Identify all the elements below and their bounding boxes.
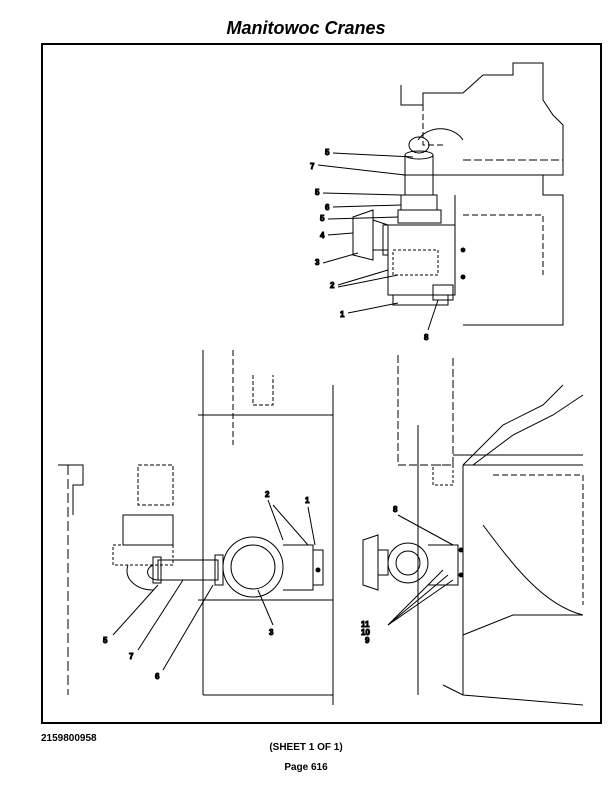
callout-2: 2 <box>265 490 270 499</box>
document-number: 2159800958 <box>41 733 97 744</box>
callout-7: 7 <box>129 652 134 661</box>
callout-7: 7 <box>310 162 315 171</box>
drawing-frame: 5 7 5 6 5 4 3 2 1 8 <box>41 43 602 724</box>
callout-8: 8 <box>424 333 429 342</box>
sheet-label: (SHEET 1 OF 1) <box>269 742 343 753</box>
callout-11: 11 <box>361 620 370 629</box>
callout-1: 1 <box>305 496 310 505</box>
callout-3: 3 <box>315 258 320 267</box>
callout-5: 5 <box>315 188 320 197</box>
callout-9: 9 <box>365 636 370 645</box>
callout-3: 3 <box>269 628 274 637</box>
page-title: Manitowoc Cranes <box>226 18 386 38</box>
callout-4: 4 <box>320 231 325 240</box>
callout-8: 8 <box>393 505 398 514</box>
page-number: Page 616 <box>284 762 328 773</box>
callout-5: 5 <box>103 636 108 645</box>
callout-6: 6 <box>155 672 160 681</box>
callout-2: 2 <box>330 281 335 290</box>
bottom-right-view: 8 11 10 9 <box>361 355 584 706</box>
air-cleaner-diagram: 5 7 5 6 5 4 3 2 1 8 <box>58 62 584 706</box>
top-assembly-view: 5 7 5 6 5 4 3 2 1 8 <box>310 62 564 343</box>
callout-5: 5 <box>325 148 330 157</box>
callout-5: 5 <box>320 214 325 223</box>
callout-1: 1 <box>340 310 345 319</box>
callout-10: 10 <box>361 628 370 637</box>
callout-6: 6 <box>325 203 330 212</box>
bottom-left-view: 2 1 3 5 7 6 <box>58 350 334 705</box>
